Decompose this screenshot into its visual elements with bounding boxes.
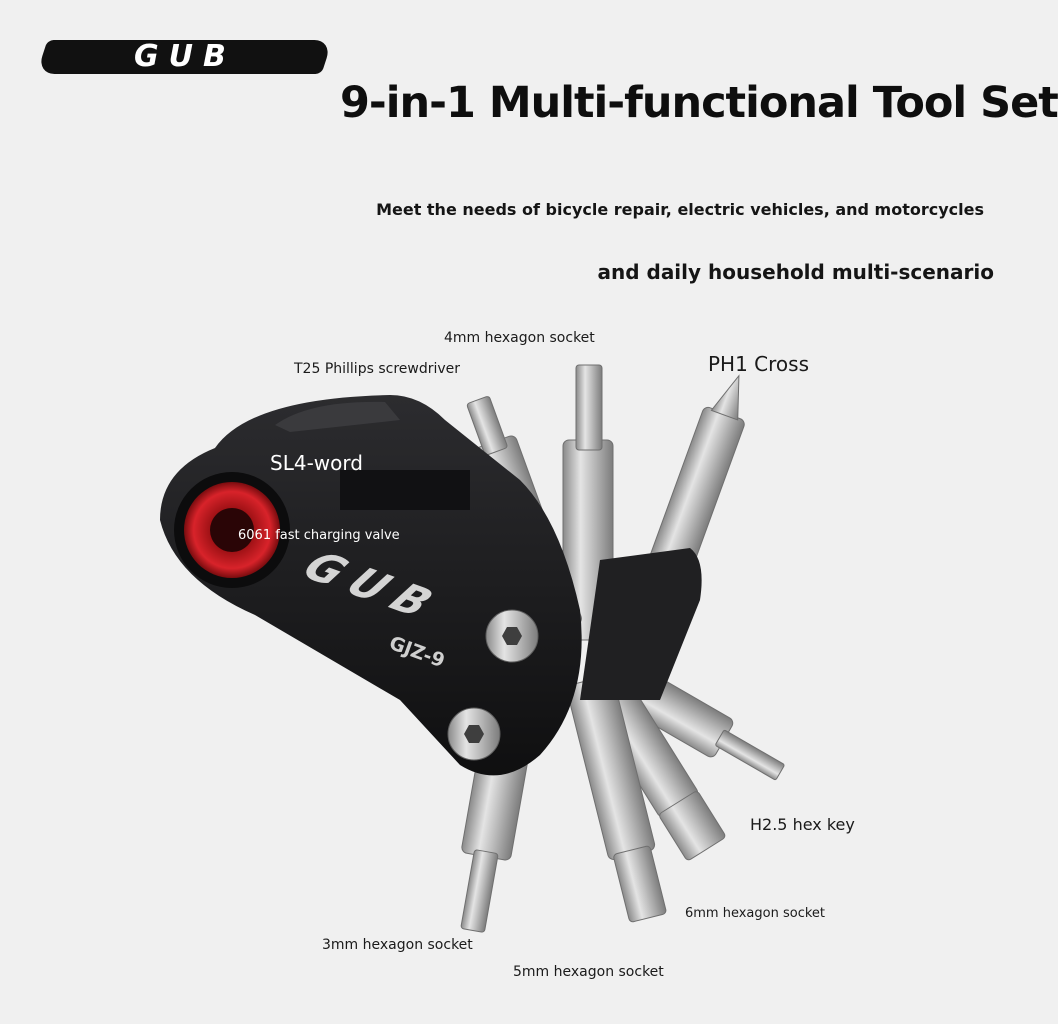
label-5mm-hexagon: 5mm hexagon socket bbox=[513, 964, 664, 980]
label-6mm-hexagon: 6mm hexagon socket bbox=[685, 906, 826, 921]
fast-charging-valve bbox=[174, 472, 290, 588]
subtitle-line-2: and daily household multi-scenario bbox=[597, 260, 994, 284]
bolt-lower-icon bbox=[447, 707, 501, 761]
label-4mm-hexagon: 4mm hexagon socket bbox=[444, 330, 595, 346]
label-sl4-word: SL4-word bbox=[270, 451, 363, 475]
subtitle-line-1: Meet the needs of bicycle repair, electr… bbox=[376, 200, 984, 219]
label-t25: T25 Phillips screwdriver bbox=[294, 361, 461, 377]
tool-rear-plate bbox=[580, 548, 702, 700]
label-ph1-cross: PH1 Cross bbox=[708, 352, 810, 376]
bolt-upper-icon bbox=[485, 609, 539, 663]
label-h25-hex-key: H2.5 hex key bbox=[750, 815, 855, 834]
label-fast-charging-valve: 6061 fast charging valve bbox=[238, 528, 400, 543]
label-3mm-hexagon: 3mm hexagon socket bbox=[322, 937, 473, 953]
bit-5mm-hexagon bbox=[566, 675, 667, 923]
page-title: 9-in-1 Multi-functional Tool Set bbox=[340, 78, 1058, 128]
multi-tool-illustration: GUB GJZ-9 bbox=[160, 364, 785, 933]
